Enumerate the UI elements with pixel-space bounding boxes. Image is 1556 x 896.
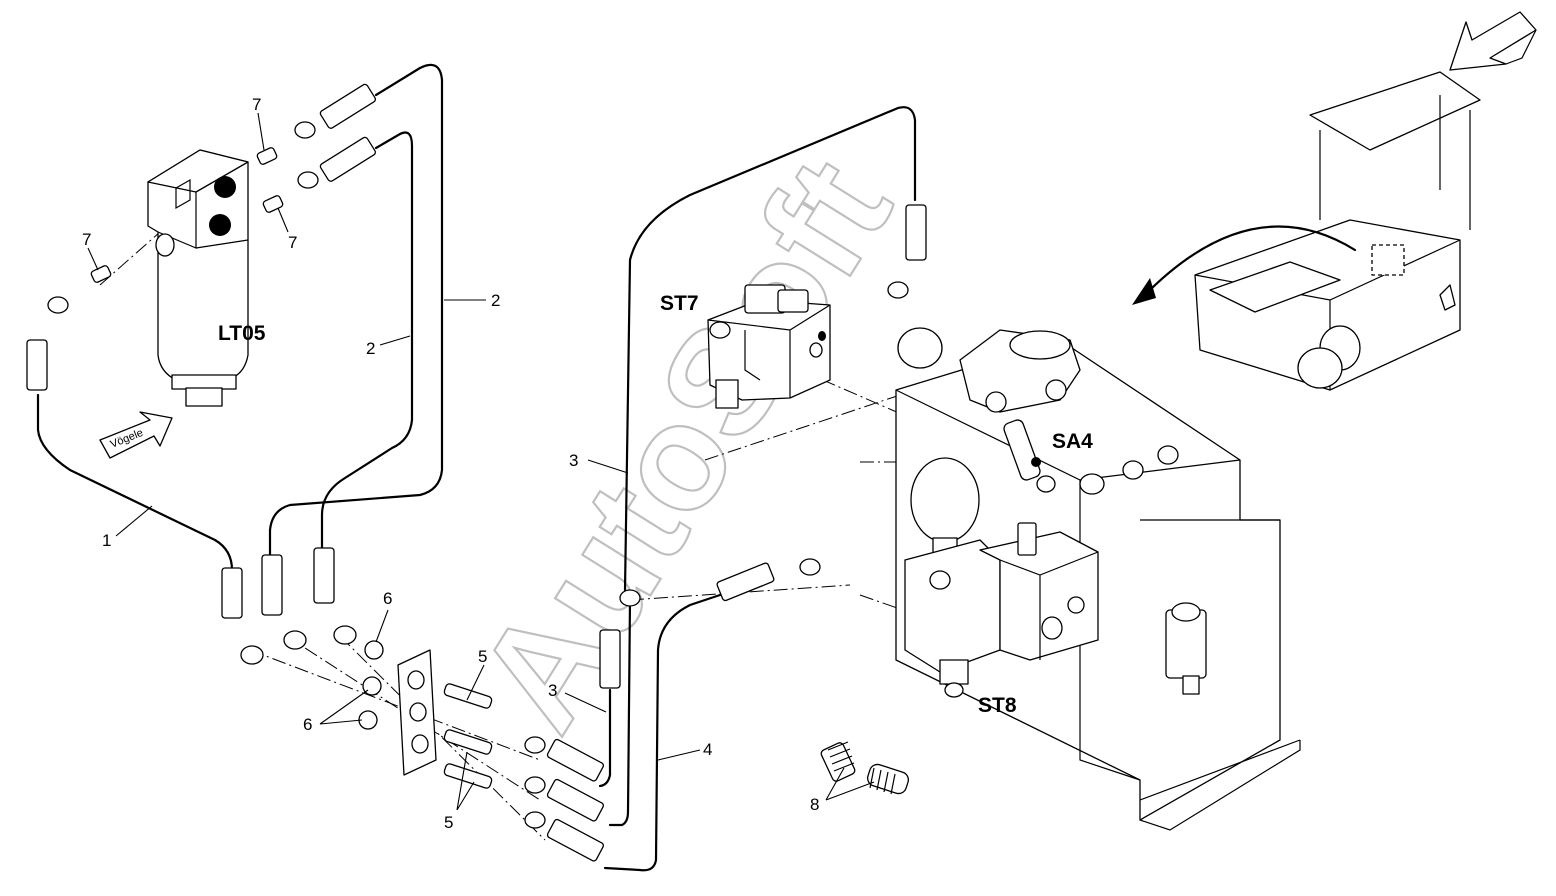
hose-2-inner	[320, 131, 414, 552]
callout-5b: 5	[444, 813, 453, 832]
callout-7a: 7	[252, 95, 261, 114]
leader-lines	[87, 112, 875, 811]
hose-guards-8	[820, 741, 909, 795]
hose-end-nuts	[47, 121, 909, 829]
sleeve-2a	[261, 554, 283, 616]
sleeve-1b	[221, 567, 243, 619]
callout-numbers: 1 2 2 3 3 4 5 5 6 6 8 7 7 7	[82, 95, 819, 832]
paver-illustration	[1132, 71, 1481, 391]
hose-3	[598, 106, 917, 788]
callout-5a: 5	[478, 647, 487, 666]
sleeve-3a	[599, 629, 621, 689]
watermark: AutoSoft	[445, 131, 923, 757]
callout-4: 4	[703, 740, 712, 759]
hose-sleeves	[26, 83, 927, 862]
code-lt05: LT05	[218, 322, 266, 345]
valve-st7	[707, 284, 831, 409]
callout-3b: 3	[548, 681, 557, 700]
sleeve-1a	[26, 339, 48, 391]
sleeve-5c	[546, 818, 605, 862]
code-sa4: SA4	[1052, 430, 1093, 453]
sleeve-4	[716, 562, 775, 602]
unions-5	[443, 683, 493, 789]
vogele-direction-arrow: Vögele	[99, 411, 173, 459]
sleeve-2d	[319, 136, 377, 182]
callout-7c: 7	[82, 230, 91, 249]
component-codes: LT05 ST7 SA4 ST8	[218, 292, 1093, 717]
sleeve-3b	[905, 204, 927, 261]
sleeve-2b	[313, 547, 335, 604]
hose-4	[603, 593, 722, 872]
sleeve-2c	[319, 83, 377, 129]
hose-1	[36, 393, 234, 597]
hose-lower	[608, 598, 632, 827]
callout-2b: 2	[366, 339, 375, 358]
valve-st8	[904, 457, 1099, 698]
filter-lt05	[147, 149, 249, 407]
callout-1: 1	[102, 531, 111, 550]
nuts-6	[358, 640, 384, 730]
callout-2a: 2	[491, 291, 500, 310]
accumulator-block-sa4	[897, 327, 1081, 493]
callout-7b: 7	[288, 233, 297, 252]
sleeve-5a	[546, 738, 605, 782]
view-direction-arrow	[1449, 11, 1537, 71]
callout-6b: 6	[303, 715, 312, 734]
code-st8: ST8	[978, 694, 1017, 717]
hose-2-outer	[268, 63, 444, 562]
callout-6a: 6	[383, 589, 392, 608]
fittings-7	[90, 147, 284, 283]
bulkhead-plate	[397, 649, 437, 776]
hose-lines	[36, 63, 917, 872]
sleeve-5b	[546, 778, 605, 822]
callout-3a: 3	[569, 451, 578, 470]
code-st7: ST7	[660, 292, 699, 315]
callout-8: 8	[810, 795, 819, 814]
